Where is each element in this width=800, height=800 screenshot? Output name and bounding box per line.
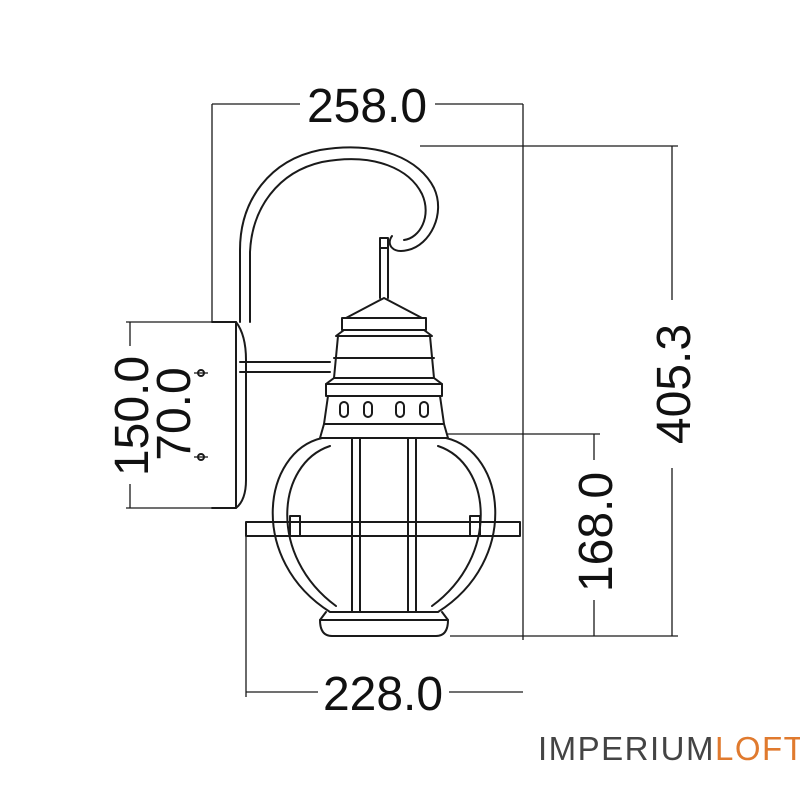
dimension-mount-spacing: 70.0 bbox=[148, 367, 201, 460]
label-body-height: 168.0 bbox=[570, 472, 623, 592]
hanger-hook bbox=[379, 237, 389, 299]
label-backplate-height: 150.0 bbox=[106, 356, 159, 476]
dimension-top-width: 258.0 bbox=[211, 80, 524, 640]
watermark-part2: LOFT bbox=[715, 730, 800, 767]
label-bottom-width: 228.0 bbox=[323, 668, 443, 721]
brand-watermark: IMPERIUMLOFT bbox=[538, 730, 800, 768]
scroll-arm bbox=[239, 146, 440, 373]
label-top-width: 258.0 bbox=[307, 80, 427, 133]
glass-globe bbox=[271, 437, 497, 613]
wall-backplate bbox=[194, 321, 247, 509]
watermark-part1: IMPERIUM bbox=[538, 730, 715, 767]
lantern-cap bbox=[325, 297, 443, 397]
label-total-height: 405.3 bbox=[648, 324, 701, 444]
lantern-base bbox=[319, 611, 449, 637]
dimension-bottom-width: 228.0 bbox=[245, 536, 523, 721]
dimension-body-height: 168.0 bbox=[446, 433, 623, 636]
vent-gallery bbox=[319, 395, 449, 439]
cage-bars bbox=[245, 437, 521, 613]
dimension-backplate-height: 150.0 bbox=[106, 321, 212, 509]
dimension-total-height: 405.3 bbox=[420, 145, 701, 637]
label-mount-spacing: 70.0 bbox=[148, 367, 201, 460]
